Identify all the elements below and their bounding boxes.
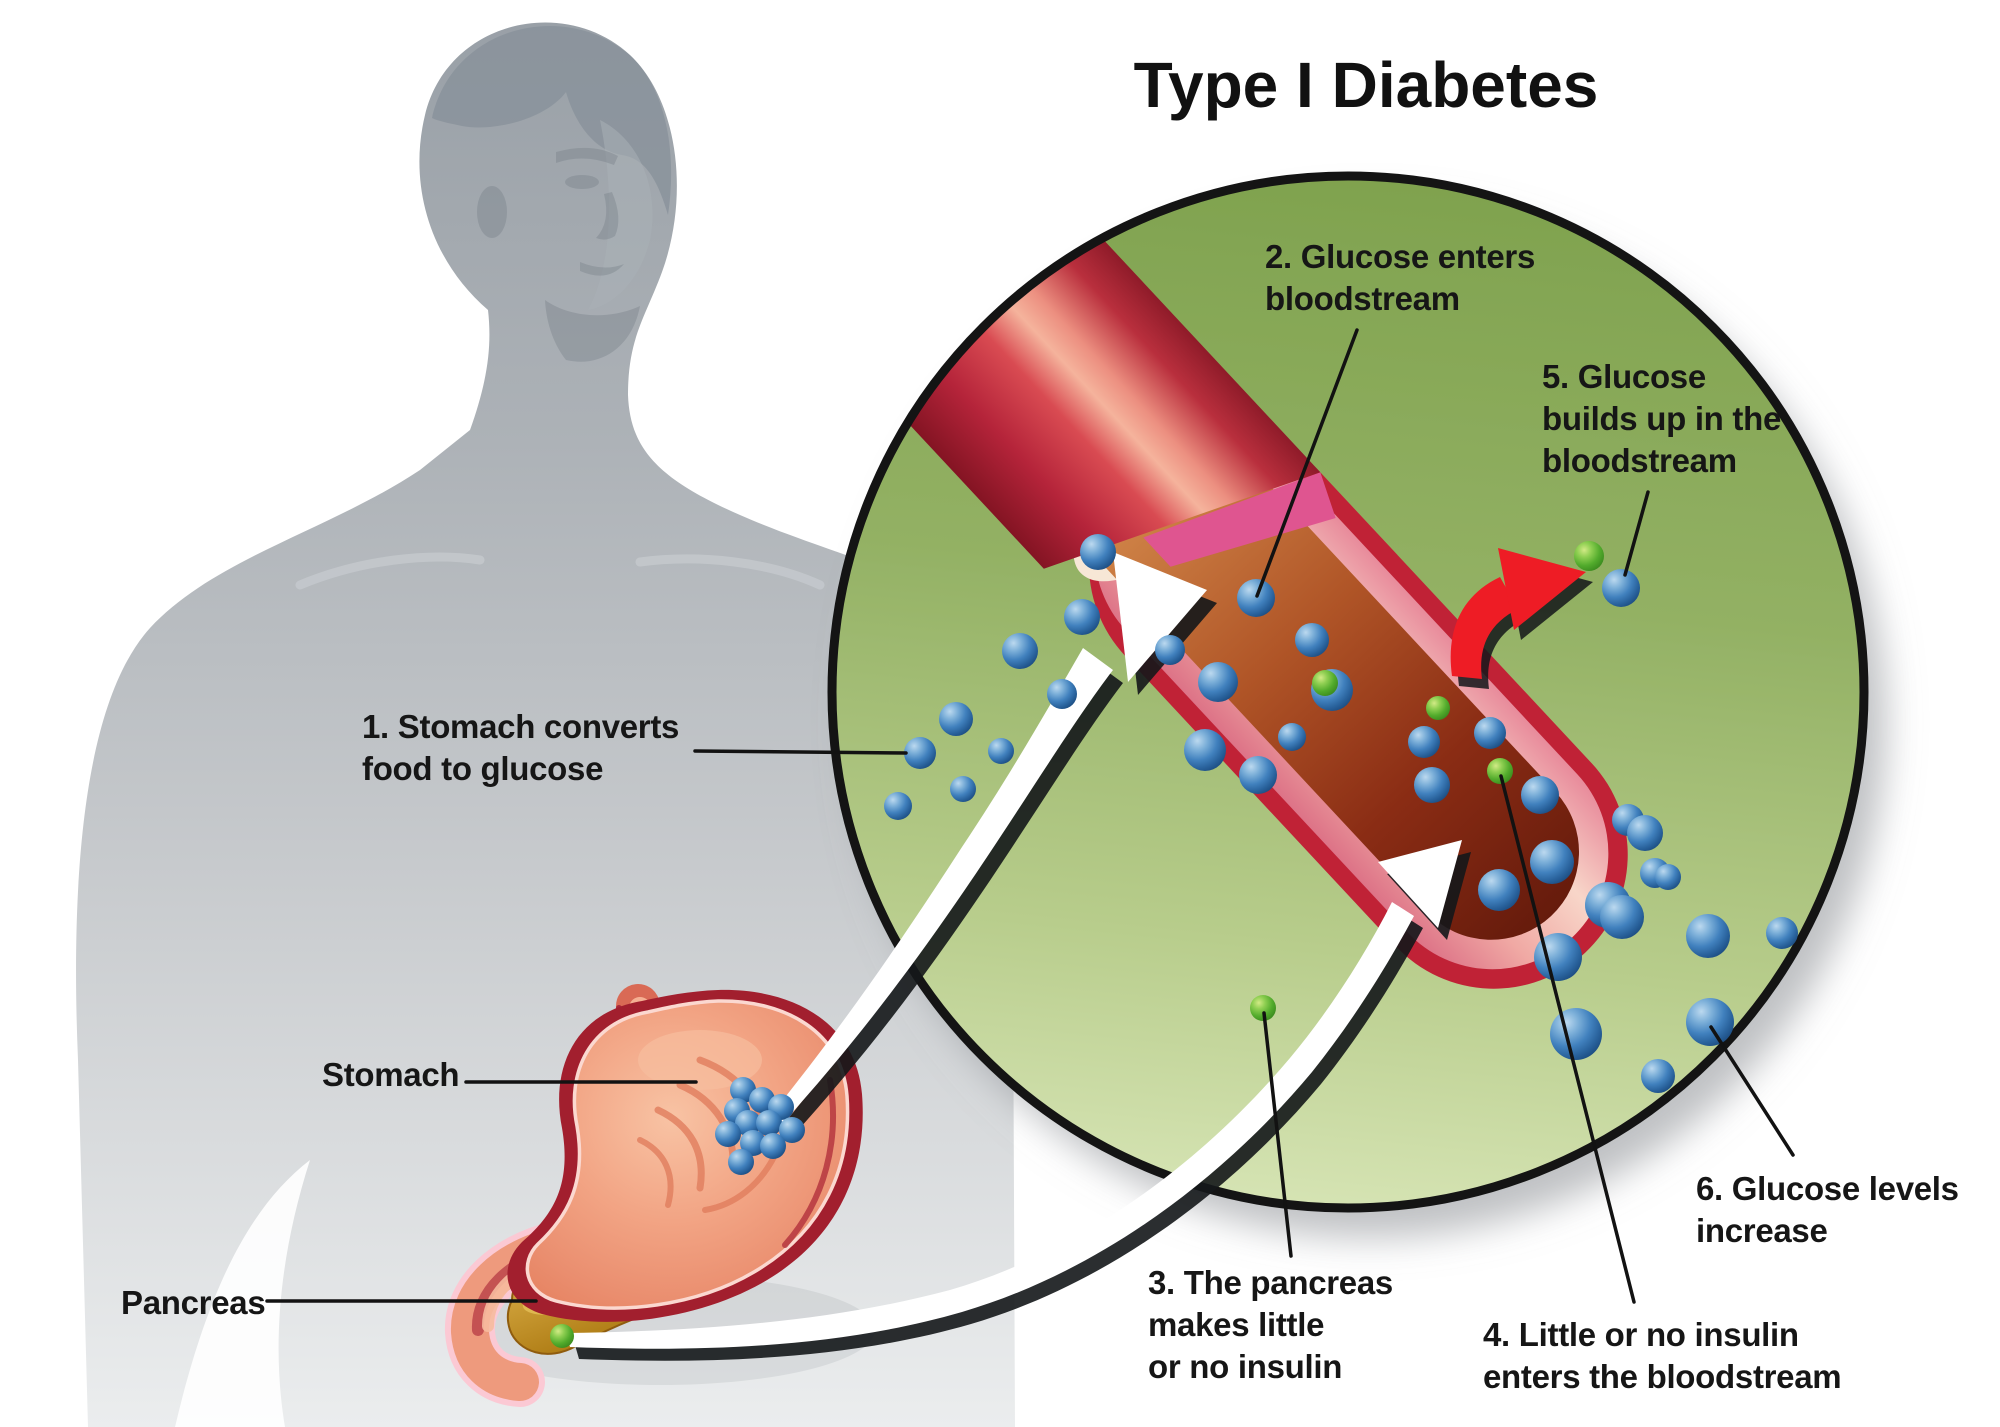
label-step5: 5. Glucose builds up in the bloodstream [1542,356,1781,482]
label-step5-line2: builds up in the [1542,400,1782,437]
label-step5-line3: bloodstream [1542,442,1737,479]
glucose-molecule [735,1110,761,1136]
label-step2: 2. Glucose enters bloodstream [1265,236,1535,320]
label-stomach-line1: Stomach [322,1056,460,1093]
vessel-cut-face [1143,472,1336,567]
glucose-molecule [1064,599,1100,635]
glucose-molecule [1686,914,1730,958]
glucose-molecule [904,737,936,769]
glucose-molecule [1278,723,1306,751]
glucose-molecule [1080,534,1116,570]
glucose-molecule [760,1133,786,1159]
label-step3-line1: 3. The pancreas [1148,1264,1393,1301]
glucose-molecule [1155,635,1185,665]
label-step2-line1: 2. Glucose enters [1265,238,1536,275]
glucose-molecule [884,792,912,820]
diagram-title: Type I Diabetes [1133,49,1599,121]
glucose-molecule [1686,998,1734,1046]
label-step1: 1. Stomach converts food to glucose [362,706,679,790]
hair [432,25,672,216]
label-step4-line1: 4. Little or no insulin [1483,1316,1799,1353]
glucose-molecule [1239,756,1277,794]
glucose-molecule [728,1149,754,1175]
insulin-molecule [1312,670,1338,696]
hip-gap [175,1160,310,1427]
glucose-molecule [950,776,976,802]
glucose-molecule [1478,869,1520,911]
glucose-molecule [1600,895,1644,939]
stomach-organ [507,989,863,1322]
glucose-molecule [1655,864,1681,890]
label-step3: 3. The pancreas makes little or no insul… [1148,1262,1393,1388]
chest-shading [295,552,825,590]
label-line-step4 [1499,774,1636,1304]
label-line-step2 [1255,328,1359,598]
glucose-molecule [1521,776,1559,814]
label-step3-line3: or no insulin [1148,1348,1343,1385]
face-shading [477,147,640,362]
glucose-molecule [1534,933,1582,981]
glucose-molecule [1198,662,1238,702]
label-line-step1 [693,749,908,755]
glucose-arrow [770,552,1207,1124]
label-pancreas-line1: Pancreas [121,1284,266,1321]
glucose-molecule [779,1117,805,1143]
glucose-molecule [1047,679,1077,709]
glucose-molecule [756,1110,782,1136]
glucose-molecule [1002,633,1038,669]
glucose-molecule [1408,726,1440,758]
insulin-molecule [550,1324,574,1348]
label-lines [265,328,1795,1304]
magnifier-ring [827,171,1869,1213]
glucose-molecule [1237,579,1275,617]
glucose-molecule [1550,1008,1602,1060]
insulin-arrow [566,840,1462,1349]
label-step4: 4. Little or no insulin enters the blood… [1483,1314,1842,1398]
face-highlight [588,120,653,310]
label-step6-line1: 6. Glucose levels [1696,1170,1959,1207]
label-stomach: Stomach [322,1054,460,1096]
glucose-molecule [1627,815,1663,851]
label-step5-line1: 5. Glucose [1542,358,1706,395]
glucose-molecule [740,1130,766,1156]
glucose-molecule [1766,917,1798,949]
label-step2-line2: bloodstream [1265,280,1460,317]
label-pancreas: Pancreas [121,1282,266,1324]
insulin-molecule [1574,541,1604,571]
glucose-molecule [1641,1059,1675,1093]
insulin-molecule [1426,696,1450,720]
label-line-step3 [1262,1011,1293,1258]
glucose-molecule [988,738,1014,764]
organ-illustration [445,984,875,1407]
label-step3-line2: makes little [1148,1306,1325,1343]
label-step1-line1: 1. Stomach converts [362,708,680,745]
label-step6-line2: increase [1696,1212,1828,1249]
insulin-molecule [1250,995,1276,1021]
label-step6: 6. Glucose levels increase [1696,1168,1959,1252]
glucose-molecule [1295,623,1329,657]
glucose-molecule [1184,729,1226,771]
insulin-molecule [1487,758,1513,784]
glucose-molecule [1530,840,1574,884]
glucose-molecule [1414,767,1450,803]
buildup-arrow [1450,548,1586,679]
glucose-molecule [939,702,973,736]
label-line-step5 [1623,490,1650,577]
label-step4-line2: enters the bloodstream [1483,1358,1842,1395]
label-step1-line2: food to glucose [362,750,604,787]
glucose-molecule [1474,717,1506,749]
label-line-step6 [1709,1025,1795,1157]
glucose-molecule [715,1121,741,1147]
glucose-molecule [1602,569,1640,607]
